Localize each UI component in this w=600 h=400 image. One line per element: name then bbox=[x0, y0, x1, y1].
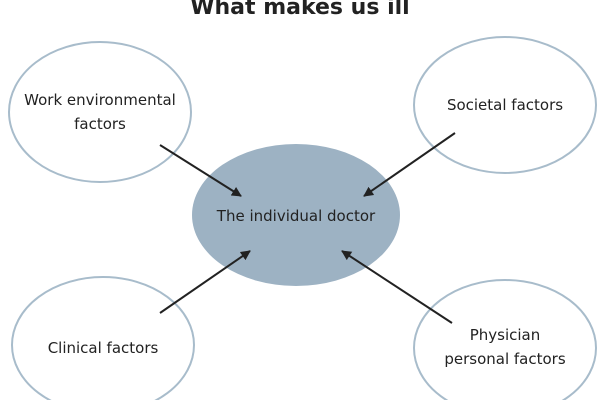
work-environmental-label-line1: Work environmental bbox=[24, 91, 176, 109]
physician-label-line2: personal factors bbox=[444, 350, 565, 368]
diagram-title: What makes us ill bbox=[190, 0, 409, 20]
individual-doctor-label: The individual doctor bbox=[216, 207, 376, 225]
physician-label-line1: Physician bbox=[470, 326, 541, 344]
arrow-work-to-doctor bbox=[159, 144, 242, 197]
arrow-physician-to-doctor bbox=[341, 250, 453, 324]
work-environmental-node bbox=[8, 41, 192, 183]
physician-personal-node bbox=[413, 279, 597, 400]
work-environmental-label-line2: factors bbox=[74, 115, 126, 133]
clinical-label: Clinical factors bbox=[48, 339, 159, 357]
arrow-societal-to-doctor bbox=[363, 132, 456, 197]
arrow-clinical-to-doctor bbox=[159, 250, 251, 314]
societal-label: Societal factors bbox=[447, 96, 563, 114]
clinical-node bbox=[11, 276, 195, 400]
societal-node bbox=[413, 36, 597, 174]
